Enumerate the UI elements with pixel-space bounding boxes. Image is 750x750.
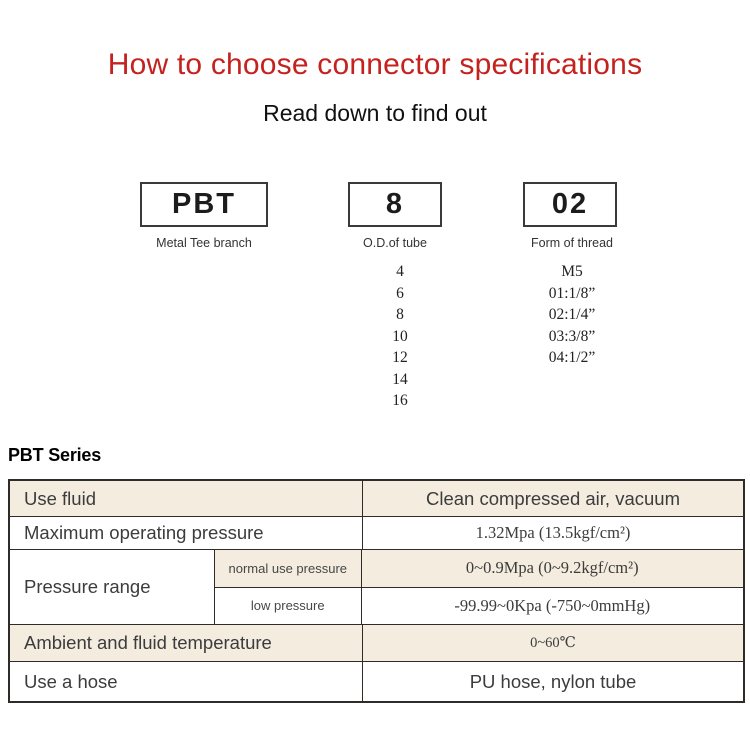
row-label-hose: Use a hose <box>10 662 363 701</box>
row-label-use-fluid: Use fluid <box>10 481 363 516</box>
row-label-temperature: Ambient and fluid temperature <box>10 625 363 661</box>
subrow-normal-pressure: normal use pressure 0~0.9Mpa (0~9.2kgf/c… <box>215 550 743 588</box>
page-subtitle: Read down to find out <box>263 100 487 126</box>
code-box-tube: 8 <box>348 182 442 227</box>
subvalue-normal-pressure: 0~0.9Mpa (0~9.2kgf/cm²) <box>361 550 743 587</box>
row-value-use-fluid: Clean compressed air, vacuum <box>426 487 680 509</box>
code-box-tube-text: 8 <box>385 188 405 220</box>
thread-option: 04:1/2” <box>548 349 596 366</box>
pressure-range-subrows: normal use pressure 0~0.9Mpa (0~9.2kgf/c… <box>215 550 743 624</box>
table-row-max-pressure: Maximum operating pressure 1.32Mpa (13.5… <box>10 516 743 549</box>
code-box-series: PBT <box>140 182 268 227</box>
row-value-max-pressure: 1.32Mpa (13.5kgf/cm²) <box>475 523 631 542</box>
tube-option: 4 <box>396 263 404 280</box>
table-row-pressure-range: Pressure range normal use pressure 0~0.9… <box>10 549 743 624</box>
row-value-temperature: 0~60℃ <box>530 634 576 651</box>
code-label-tube: O.D.of tube <box>363 236 427 250</box>
page-title: How to choose connector specifications <box>107 48 643 81</box>
thread-option: 03:3/8” <box>548 327 596 345</box>
tube-option: 10 <box>392 327 408 345</box>
thread-option: M5 <box>561 263 583 280</box>
row-label-pressure-range: Pressure range <box>10 550 215 624</box>
subrow-low-pressure: low pressure -99.99~0Kpa (-750~0mmHg) <box>215 587 743 624</box>
series-heading: PBT Series <box>8 445 102 465</box>
sublabel-normal-pressure: normal use pressure <box>215 550 362 587</box>
row-label-max-pressure: Maximum operating pressure <box>10 517 363 549</box>
code-box-thread-text: 02 <box>551 188 589 220</box>
thread-options-list: M5 01:1/8” 02:1/4” 03:3/8” 04:1/2” <box>492 261 652 369</box>
table-row-hose: Use a hose PU hose, nylon tube <box>10 661 743 701</box>
row-value-hose: PU hose, nylon tube <box>469 670 637 692</box>
code-label-thread: Form of thread <box>531 236 613 250</box>
sublabel-low-pressure: low pressure <box>215 587 362 624</box>
tube-option: 6 <box>396 284 404 302</box>
subvalue-low-pressure: -99.99~0Kpa (-750~0mmHg) <box>454 595 651 615</box>
code-box-series-text: PBT <box>172 188 236 220</box>
table-row-temperature: Ambient and fluid temperature 0~60℃ <box>10 624 743 661</box>
tube-option: 16 <box>392 392 408 409</box>
tube-option: 14 <box>392 370 408 388</box>
code-box-thread: 02 <box>523 182 617 227</box>
tube-option: 8 <box>396 306 404 323</box>
table-row-use-fluid: Use fluid Clean compressed air, vacuum <box>10 481 743 516</box>
thread-option: 02:1/4” <box>548 306 596 323</box>
tube-options-list: 4 6 8 10 12 14 16 <box>330 261 470 412</box>
tube-option: 12 <box>392 349 408 366</box>
spec-table: Use fluid Clean compressed air, vacuum M… <box>8 479 745 703</box>
thread-option: 01:1/8” <box>548 284 596 302</box>
code-label-series: Metal Tee branch <box>156 236 252 250</box>
